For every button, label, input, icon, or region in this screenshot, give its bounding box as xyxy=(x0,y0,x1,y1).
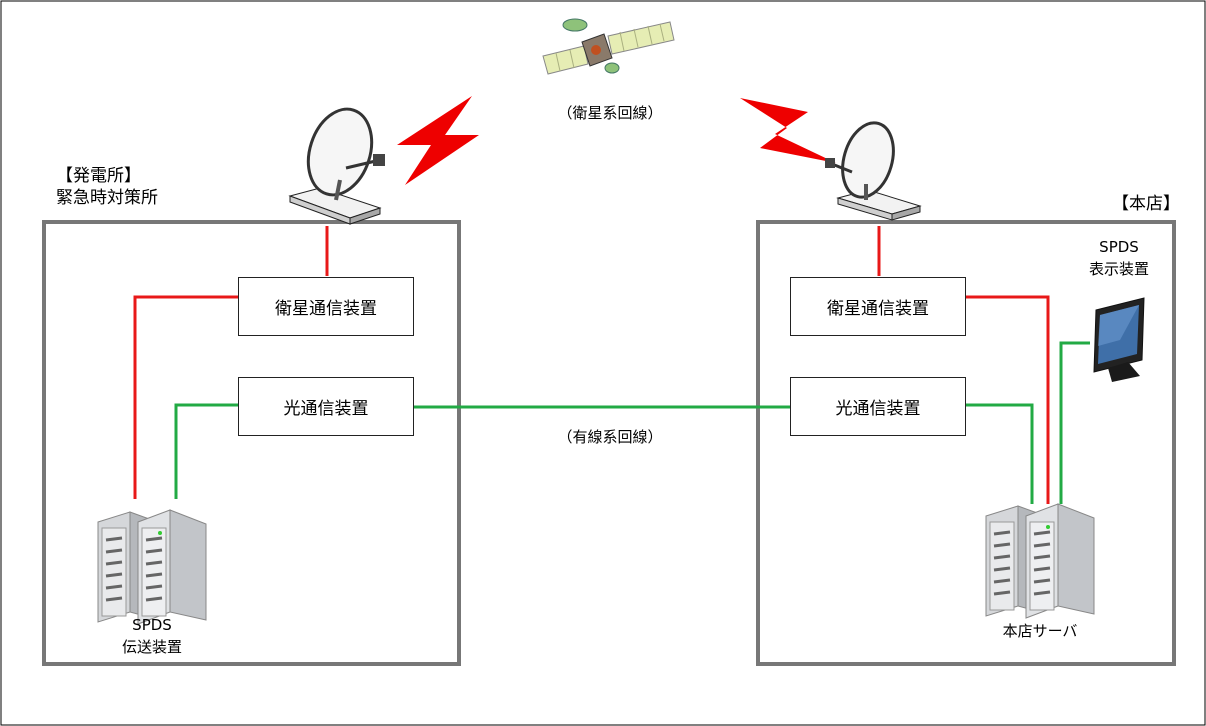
plant-satellite-device: 衛星通信装置 xyxy=(238,277,414,336)
hq-optical-device: 光通信装置 xyxy=(790,377,966,436)
hq-satellite-device: 衛星通信装置 xyxy=(790,277,966,336)
server-icon xyxy=(1025,503,1095,619)
hq-room-border xyxy=(756,220,1176,666)
dish-antenna-icon xyxy=(288,107,385,225)
plant-optical-device: 光通信装置 xyxy=(238,377,414,436)
monitor-icon xyxy=(1093,297,1145,382)
wired-link-label: （有線系回線） xyxy=(557,428,663,446)
hq-wired-wiring xyxy=(966,341,1090,504)
hq-satellite-wiring xyxy=(877,226,1050,504)
lightning-icon xyxy=(740,98,836,163)
satellite-link-label: （衛星系回線） xyxy=(557,104,663,122)
plant-satellite-wiring xyxy=(133,226,329,499)
hq-server-label: 本店サーバ xyxy=(1002,622,1078,640)
plant-room-border xyxy=(42,220,461,666)
satellite-icon xyxy=(542,18,675,75)
plant-server-label-line2: 伝送装置 xyxy=(121,638,183,656)
hq-display-label-line2: 表示装置 xyxy=(1088,260,1150,278)
plant-title: 【発電所】 xyxy=(56,166,141,186)
server-icon xyxy=(137,509,207,625)
hq-display-label-line1: SPDS xyxy=(1099,238,1139,256)
plant-subtitle: 緊急時対策所 xyxy=(56,188,158,208)
plant-wired-wiring xyxy=(174,403,238,499)
dish-antenna-icon xyxy=(825,121,922,221)
plant-server-label-line1: SPDS xyxy=(132,616,172,634)
lightning-icon xyxy=(397,96,479,185)
hq-title: 【本店】 xyxy=(1112,194,1180,214)
